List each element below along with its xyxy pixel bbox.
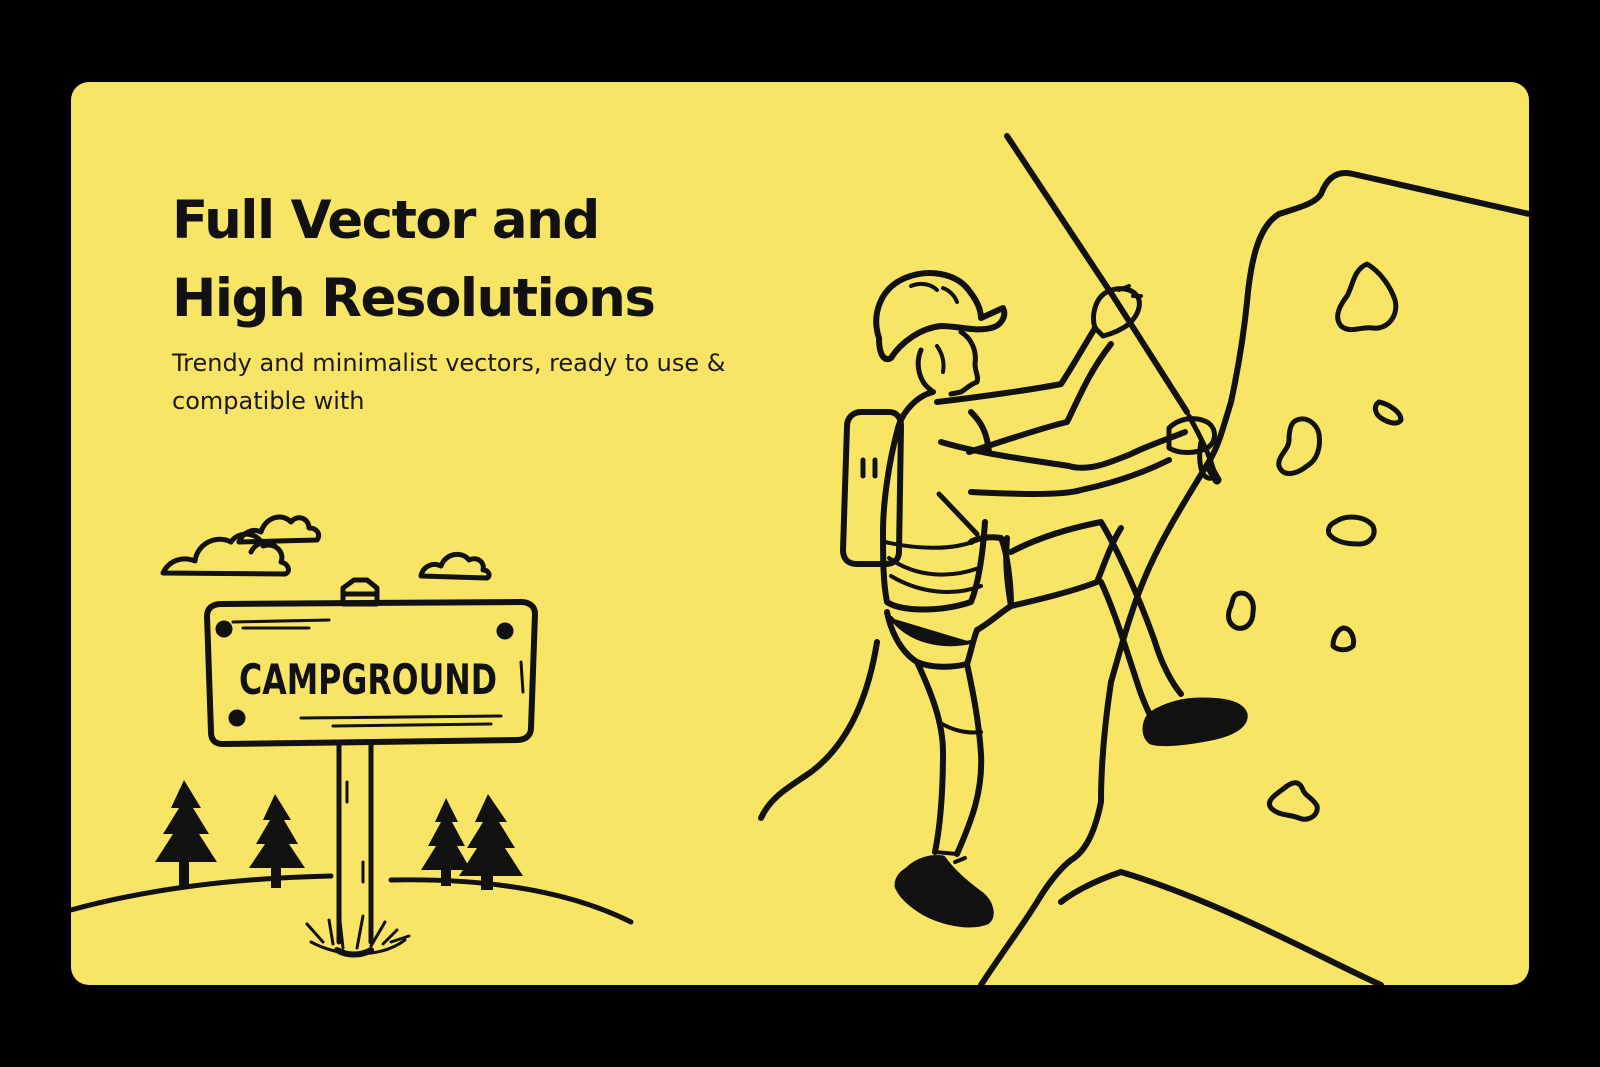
headline-line-1: Full Vector and xyxy=(172,190,600,251)
rock-icon xyxy=(1335,261,1399,333)
pine-tree-icon xyxy=(459,794,523,890)
subtitle: Trendy and minimalist vectors, ready to … xyxy=(172,349,726,415)
climber-hand-upper xyxy=(1091,286,1142,339)
campground-scene: CAMPGROUND xyxy=(71,514,634,958)
rock-icon xyxy=(1276,416,1322,476)
climber-leg-standing xyxy=(914,659,985,857)
climber-arm-upper xyxy=(934,325,1114,455)
rock-icon xyxy=(1372,399,1404,426)
backpack xyxy=(840,409,904,567)
climber-shorts xyxy=(884,534,1014,670)
rope xyxy=(1004,133,1190,415)
pine-tree-icon xyxy=(421,798,471,886)
rock-icon xyxy=(1267,780,1320,822)
headline-line-2: High Resolutions xyxy=(172,268,656,329)
headline: Full Vector and High Resolutions xyxy=(172,182,656,338)
climber-head xyxy=(915,329,981,397)
climber-arm-lower xyxy=(938,429,1188,497)
helmet xyxy=(873,270,1008,363)
climber-scene xyxy=(758,133,1529,985)
rock-icon xyxy=(1330,625,1356,653)
cliff xyxy=(978,170,1529,985)
illustration: CAMPGROUND xyxy=(71,133,1529,985)
climber-shoe-upper xyxy=(1142,697,1248,747)
grass-icon xyxy=(305,910,411,958)
pine-tree-icon xyxy=(249,794,305,888)
climber-shoe-lower xyxy=(894,855,994,928)
rock-icon xyxy=(1326,514,1377,547)
climber-leg-bent xyxy=(1008,519,1184,725)
hill xyxy=(71,873,634,925)
climber-hand-lower xyxy=(1166,416,1217,455)
hero-card: Full Vector and High Resolutions Trendy … xyxy=(71,82,1529,985)
pine-tree-icon xyxy=(155,780,217,888)
cloud-icon xyxy=(236,514,322,545)
sign-text: CAMPGROUND xyxy=(239,655,497,704)
sign-post xyxy=(336,739,374,945)
rock-icon xyxy=(1226,590,1256,631)
cloud-icon xyxy=(418,551,492,581)
campground-sign: CAMPGROUND xyxy=(204,599,538,747)
